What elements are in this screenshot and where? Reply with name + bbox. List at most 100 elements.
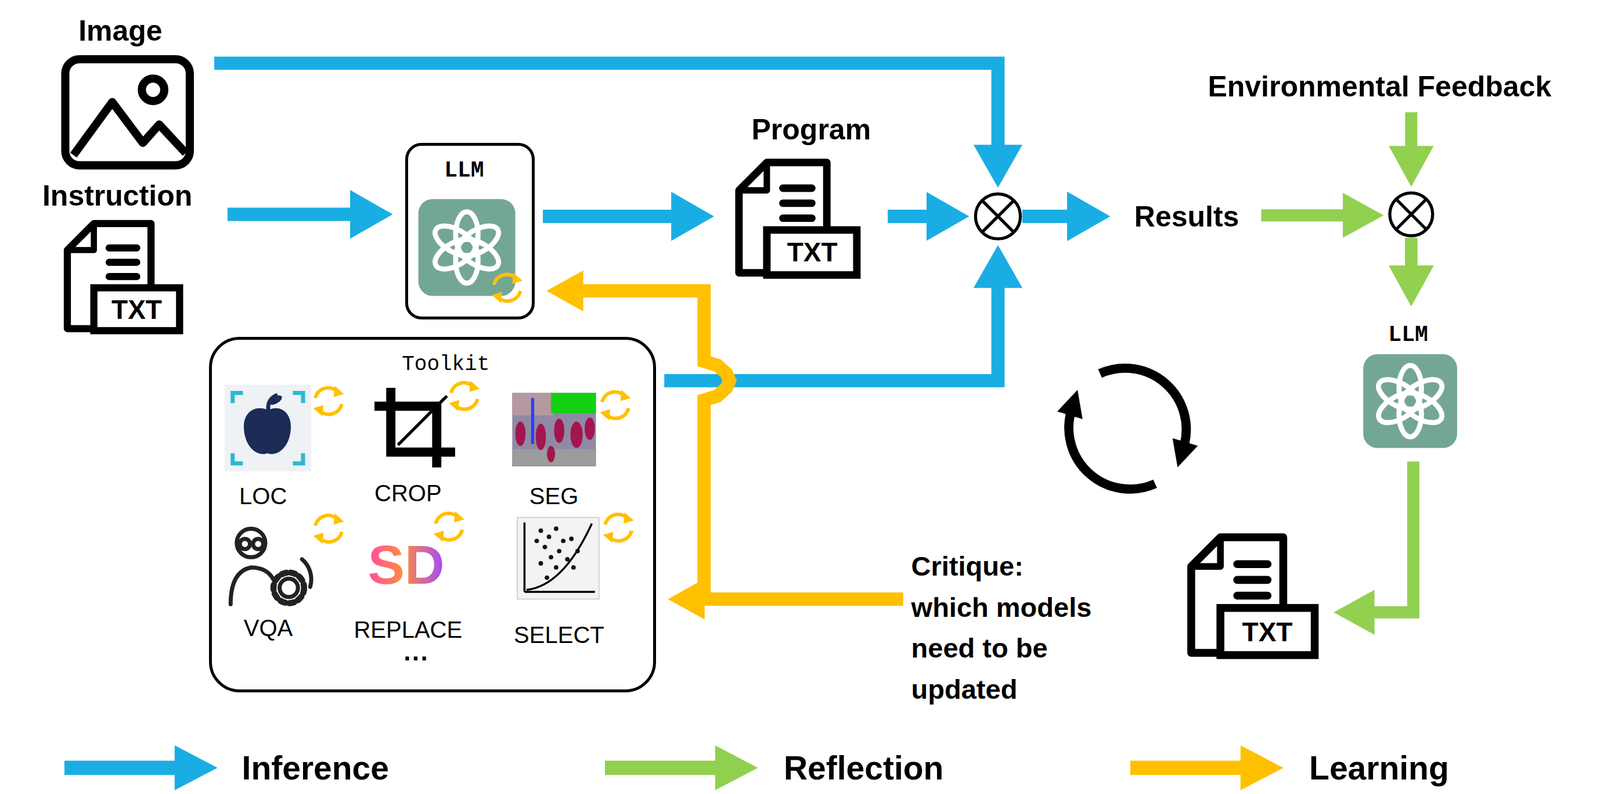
tool-name: VQA [243,614,293,641]
vqa-icon [301,559,312,587]
vqa-icon [279,578,299,597]
legend-arrow [604,741,759,794]
scatter-plot-icon [564,556,570,562]
connector [1260,215,1411,270]
tool-name: SELECT [513,621,605,648]
legend-label: Inference [242,748,389,787]
scatter-plot-icon [560,538,566,543]
connector [1410,112,1412,270]
logo-text: SD [368,534,445,596]
connector-line [1260,208,1347,222]
connector [214,63,1072,217]
scatter-plot-icon [517,517,600,600]
tool-name: LOC [239,482,287,509]
scatter-plot-icon [568,536,574,542]
update-cycle-icon [448,380,480,412]
scatter-plot-icon [524,522,595,592]
connector-line [1404,237,1418,270]
legend-arrow [604,759,720,775]
localization-icon [224,384,312,471]
node-heading: Image [78,13,163,48]
segmentation-icon [550,392,596,413]
crop-icon [397,395,447,445]
loop-arrows [1068,368,1187,489]
vqa-icon [230,567,274,604]
legend-arrow [715,744,759,790]
segmentation-icon [535,423,547,450]
connector [664,215,1072,381]
tool-item: SEG [505,387,603,511]
connector [887,215,1072,218]
segmentation-icon [515,417,596,463]
scatter-plot-icon [553,564,559,570]
segmentation-icon [584,417,596,441]
tool-item: SELECT [510,510,608,648]
scatter-plot-icon [534,538,540,543]
llm-logo [418,199,516,297]
vqa-icon [253,538,264,550]
merge-symbol [1389,192,1433,236]
model-name: LLM [444,157,484,183]
legend-label: Reflection [783,748,944,787]
localization-icon [224,384,312,471]
critique-note: Critique: which models need to be update… [911,545,1101,722]
feedback-label: Environmental Feedback [1207,69,1552,104]
localization-icon [232,392,304,463]
merge-symbol [1396,199,1427,230]
connector-line [1022,209,1072,223]
llm-logo [418,199,516,297]
segmentation-icon [512,392,596,467]
loop-arrows [1068,409,1156,489]
merge-symbol [982,200,1015,233]
scatter-plot-icon [553,525,559,531]
node-heading: Instruction [42,178,193,213]
legend-arrow [1130,741,1284,794]
scatter-plot-icon [571,564,576,570]
merge-symbol [975,193,1021,239]
llm-box: LLM [405,142,535,320]
scatter-plot-icon [548,554,554,560]
vqa-icon [230,528,312,604]
crop-icon [374,387,456,468]
legend-arrow [174,744,218,790]
merge-symbol [1389,192,1433,236]
node-heading: Program [751,112,872,147]
scatter-plot-icon [517,517,600,600]
legend-arrow [64,759,179,775]
segmentation-icon [546,445,556,463]
legend-arrow [1240,744,1284,790]
connector-line [1404,112,1418,150]
update-cycle-icon [600,389,632,421]
llm-logo [1363,354,1458,449]
result-label: Results [1134,199,1240,234]
file-tag: TXT [1242,615,1293,648]
scatter-plot-icon [526,523,592,590]
document-icon [67,223,180,331]
update-cycle-icon [313,385,345,417]
image-node: Image [52,8,207,174]
legend-arrow [64,741,218,794]
scatter-plot-icon [542,544,548,550]
image-icon [73,102,186,156]
legend-label: Learning [1309,748,1450,787]
program-document: ProgramTXT [726,110,880,290]
results-node: Results [1122,195,1253,237]
tool-item: VQA [219,514,322,643]
loop-arrows [1100,368,1187,448]
scatter-plot-icon [546,534,552,539]
critique-text: Critique: which models need to be update… [911,545,1101,710]
update-cycle-icon [313,272,634,544]
connector-line [1404,237,1418,270]
localization-icon [267,393,284,407]
connector-line [214,63,998,150]
localization-icon [243,408,291,454]
segmentation-icon [553,417,565,443]
tool-name: SEG [529,482,579,509]
tool-item: LOC [219,379,317,511]
update-cycle-icon [491,272,523,304]
llm-logo [430,211,504,284]
scatter-plot-icon [538,560,544,566]
tool-name: CROP [374,479,442,506]
critique-document: TXT [1183,530,1322,674]
